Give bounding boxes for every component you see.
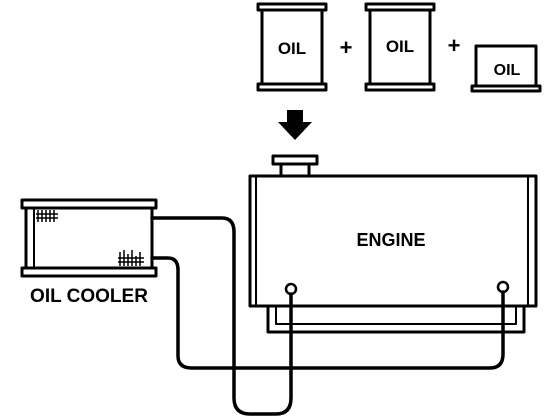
down-arrow-icon (278, 110, 312, 140)
plus-sign-1: + (340, 35, 353, 60)
oil-can-small: OIL (470, 44, 542, 93)
oil-lines (150, 216, 505, 416)
oil-can-2: OIL (364, 2, 436, 92)
oil-cooler-label: OIL COOLER (30, 286, 148, 307)
oil-can-2-label: OIL (386, 37, 414, 56)
oil-can-1-label: OIL (278, 39, 306, 58)
oil-line-engine-to-cooler (150, 256, 505, 370)
oil-can-small-label: OIL (494, 62, 521, 79)
oil-cooler: OIL COOLER (20, 198, 158, 307)
oil-can-1: OIL (256, 2, 328, 92)
engine-label: ENGINE (356, 230, 425, 250)
cooler-fins (36, 210, 144, 266)
oil-line-cooler-to-engine (150, 216, 293, 416)
engine: ENGINE (248, 154, 538, 334)
plus-sign-2: + (448, 33, 461, 58)
